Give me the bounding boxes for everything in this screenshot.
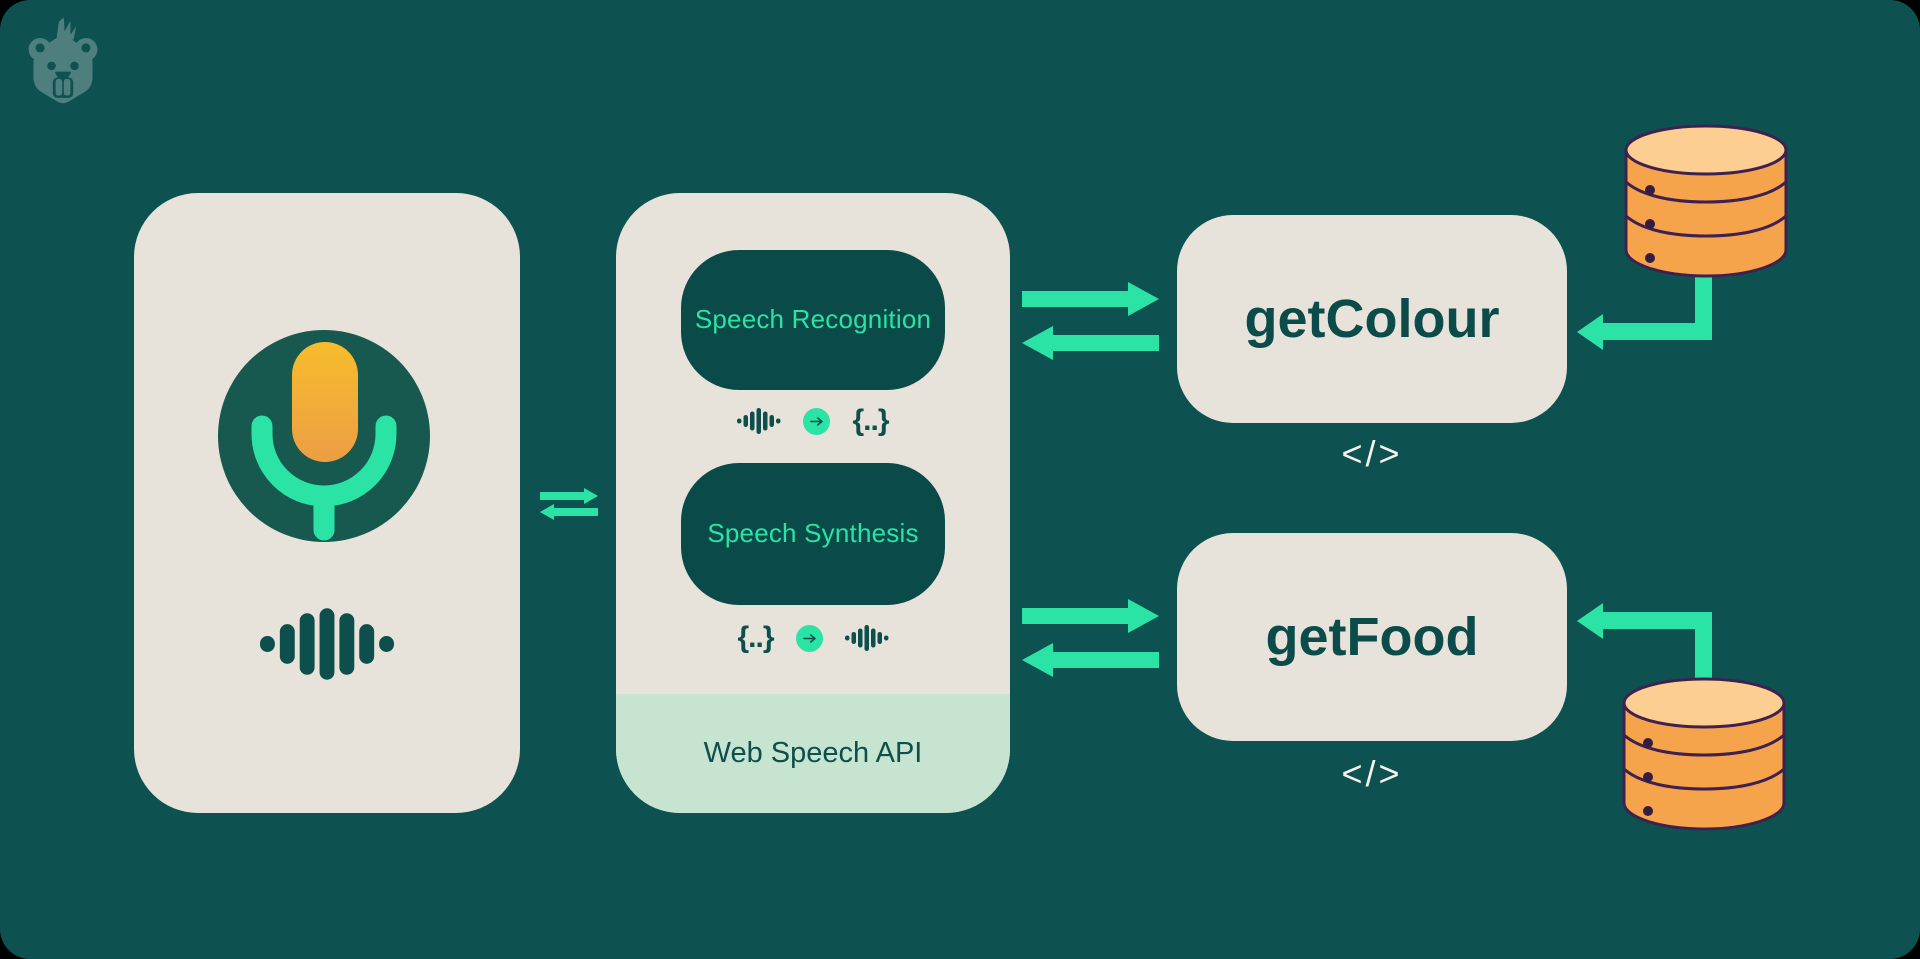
arrow-right-icon: [803, 407, 831, 435]
json-braces: {..}: [852, 404, 889, 437]
waveform-icon: [737, 408, 781, 434]
getcolour-node: getColour: [1177, 215, 1567, 423]
waveform-icon: [844, 625, 889, 651]
web-speech-api-label: Web Speech API: [703, 737, 923, 769]
getcolour-label: getColour: [1244, 289, 1500, 349]
speech-recognition-node: Speech Recognition: [681, 250, 945, 390]
database-icon: [1622, 677, 1786, 831]
speech-synthesis-node: Speech Synthesis: [681, 463, 945, 605]
web-speech-api-footer: Web Speech API: [616, 694, 1010, 813]
synthesis-flow-row: {..}: [616, 620, 1010, 656]
getfood-node: getFood: [1177, 533, 1567, 741]
transfer-arrows-icon: [540, 488, 598, 520]
waveform-icon: [260, 608, 394, 680]
beaver-logo-icon: [28, 17, 98, 104]
getfood-label: getFood: [1265, 607, 1479, 667]
arrow-right-icon: [795, 624, 823, 652]
speech-recognition-label: Speech Recognition: [694, 304, 932, 335]
transfer-arrows-icon: [1022, 282, 1159, 360]
web-speech-api-card: Speech Recognition: [616, 193, 1010, 813]
code-tag-icon: </>: [1341, 433, 1403, 474]
voice-input-card: [134, 193, 520, 813]
db-arrow-icon: [1577, 603, 1712, 678]
speech-synthesis-label: Speech Synthesis: [707, 518, 919, 549]
transfer-arrows-icon: [1022, 599, 1159, 677]
json-braces: {..}: [737, 621, 774, 654]
microphone-icon: [218, 330, 430, 542]
code-tag-icon: </>: [1341, 753, 1403, 794]
recognition-flow-row: {..}: [616, 403, 1010, 439]
database-icon: [1624, 124, 1788, 278]
db-arrow-icon: [1577, 277, 1712, 350]
